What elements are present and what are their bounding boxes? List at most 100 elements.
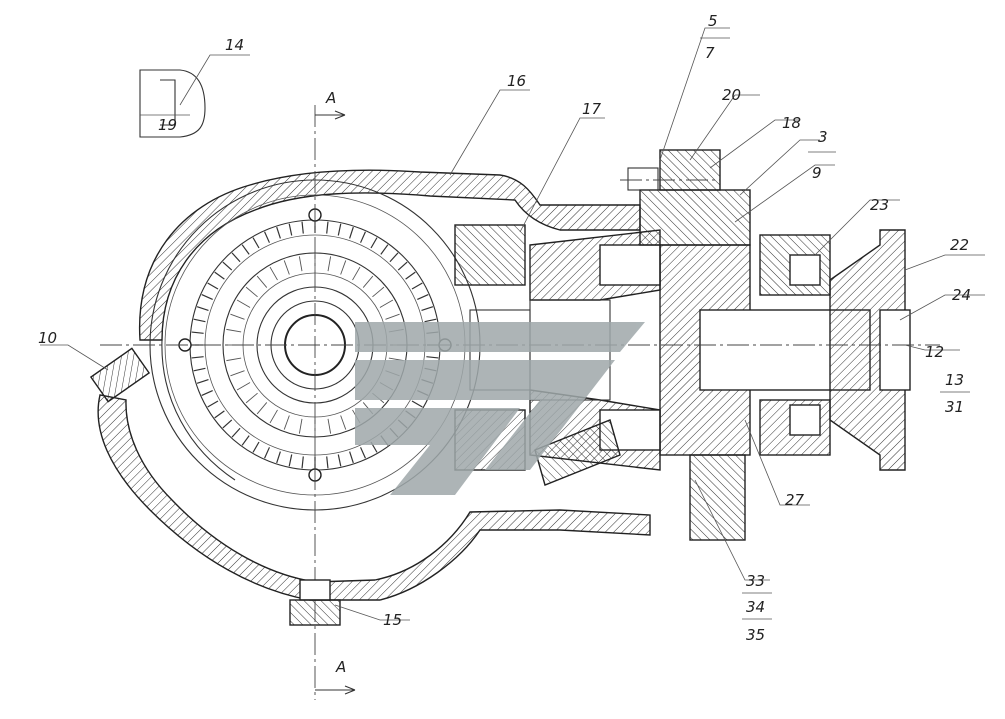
callout-16: 16 [507, 72, 526, 90]
gear-tooth [360, 447, 366, 459]
bearing-roller [245, 286, 258, 298]
bearing-roller [340, 415, 347, 430]
gear-tooth [426, 356, 439, 359]
callout-labels: 14 16 17 5 7 20 18 3 9 23 22 24 12 13 31… [38, 12, 971, 644]
callout-27: 27 [785, 491, 805, 509]
gear-tooth [276, 451, 281, 464]
gear-tooth [349, 226, 354, 239]
gear-tooth [421, 306, 434, 311]
bearing-roller [283, 415, 290, 430]
callout-9: 9 [812, 164, 822, 182]
bearing-roller [236, 382, 251, 391]
gear-tooth [411, 400, 423, 408]
gear-tooth [191, 331, 204, 334]
gear-tooth [252, 441, 260, 453]
gear-tooth [193, 367, 206, 372]
bearing-roller [298, 418, 303, 434]
callout-7: 7 [705, 44, 715, 62]
gear-tooth [370, 237, 378, 249]
gear-tooth [337, 454, 342, 467]
bearing-roller [236, 299, 251, 308]
watermark-logo [355, 322, 645, 495]
watermark-bar-2 [355, 360, 615, 470]
gear-tooth [201, 294, 213, 300]
gear-tooth [196, 306, 209, 311]
gear-tooth [214, 410, 225, 419]
bearing-roller [256, 275, 268, 288]
gear-tooth [196, 379, 209, 384]
gear-tooth [214, 271, 225, 280]
gear-tooth [201, 390, 213, 396]
gear-tooth [241, 244, 250, 255]
gear-tooth [222, 419, 233, 429]
callout-15: 15 [383, 611, 402, 629]
leader-lines [40, 27, 985, 621]
gear-tooth [288, 454, 293, 467]
gear-tooth [222, 261, 233, 271]
gear-tooth [207, 282, 219, 290]
bearing-roller [385, 313, 400, 320]
gear-tooth [231, 427, 241, 438]
callout-20: 20 [722, 86, 741, 104]
callout-14: 14 [225, 36, 244, 54]
callout-24: 24 [952, 286, 971, 304]
gear-tooth [264, 231, 270, 243]
bearing-roller [372, 286, 385, 298]
gear-tooth [326, 221, 329, 234]
gear-tooth [231, 252, 241, 263]
bearing-roller [362, 275, 374, 288]
section-letter-bottom: A [335, 658, 346, 676]
bearing-roller [230, 313, 245, 320]
callout-18: 18 [782, 114, 801, 132]
callout-3: 3 [818, 128, 828, 146]
gear-tooth [207, 400, 219, 408]
watermark-bar-3 [355, 408, 520, 495]
gear-tooth [337, 223, 342, 236]
plugs [89, 347, 341, 626]
gear-tooth [380, 244, 389, 255]
callout-17: 17 [582, 100, 602, 118]
callout-33: 33 [746, 572, 765, 590]
gear-tooth [417, 294, 429, 300]
bearing-roller [269, 409, 278, 424]
bearing-roller [298, 256, 303, 272]
callout-19: 19 [158, 116, 177, 134]
section-letter-top: A [325, 89, 336, 107]
pinion-shaft-assembly [454, 149, 911, 541]
bearing-roller [327, 256, 332, 272]
bearing-roller [256, 402, 268, 415]
callout-31: 31 [945, 398, 964, 416]
gear-tooth [411, 282, 423, 290]
bearing-roller [269, 266, 278, 281]
gear-tooth [424, 318, 437, 323]
bearing-roller [230, 370, 245, 377]
callout-34: 34 [746, 598, 765, 616]
gear-tooth [301, 221, 304, 234]
section-mark-top: A [315, 89, 346, 120]
bearing-roller [226, 357, 242, 362]
gear-tooth [191, 356, 204, 359]
callout-13: 13 [945, 371, 964, 389]
gear-tooth [264, 447, 270, 459]
bearing-roller [245, 392, 258, 404]
gear-tooth [241, 435, 250, 446]
callout-5: 5 [708, 12, 718, 30]
watermark-bar-1 [355, 322, 645, 352]
gear-tooth [389, 252, 399, 263]
callout-23: 23 [870, 196, 889, 214]
callout-10: 10 [38, 329, 57, 347]
bearing-roller [327, 418, 332, 434]
detail-14-icon [139, 69, 206, 138]
gear-tooth [252, 237, 260, 249]
gear-tooth [193, 318, 206, 323]
gear-tooth [349, 451, 354, 464]
bearing-roller [352, 266, 361, 281]
bearing-roller [379, 299, 394, 308]
gear-tooth [397, 261, 408, 271]
section-mark-bottom: A [315, 658, 356, 695]
gear-tooth [405, 271, 416, 280]
callout-12: 12 [925, 343, 944, 361]
callout-22: 22 [950, 236, 969, 254]
gear-tooth [301, 456, 304, 469]
